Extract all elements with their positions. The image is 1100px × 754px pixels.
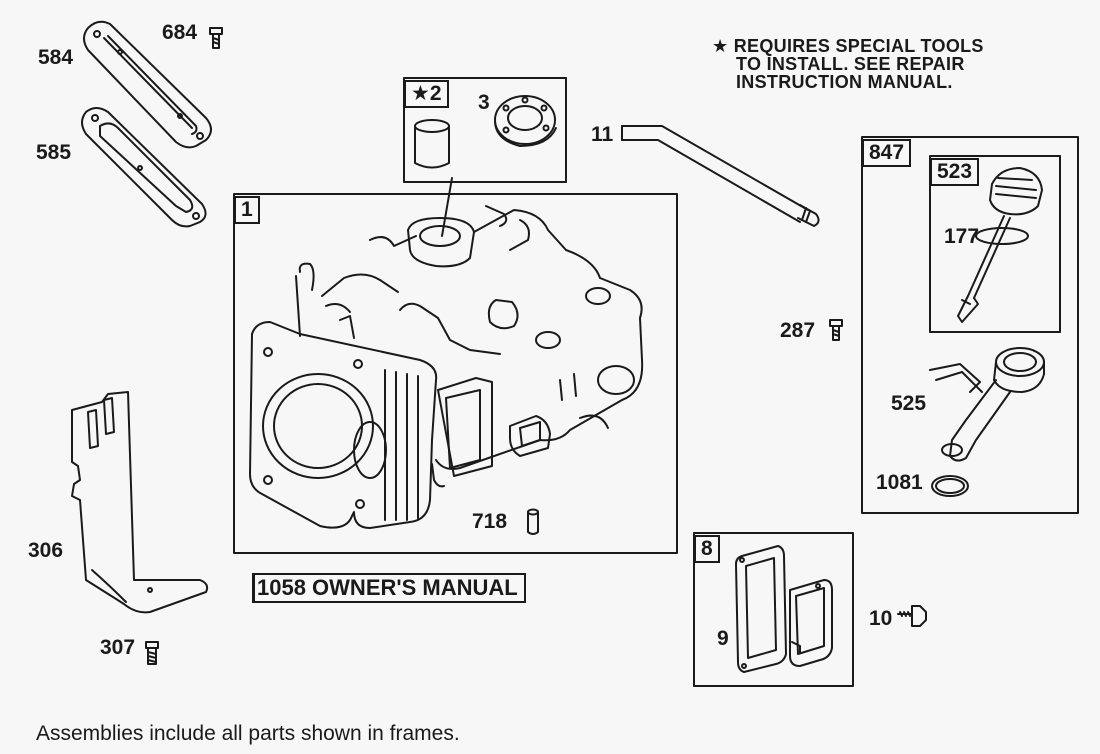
breather-cover bbox=[789, 579, 833, 667]
part-label-287: 287 bbox=[780, 319, 816, 342]
frame-523 bbox=[929, 155, 1061, 333]
note-line-3: INSTRUCTION MANUAL. bbox=[736, 72, 953, 92]
frame-label-2: ★2 bbox=[404, 80, 449, 108]
o-ring-1081-inner bbox=[935, 478, 965, 494]
part-label-177: 177 bbox=[944, 225, 980, 248]
owners-manual-label: 1058 OWNER'S MANUAL bbox=[252, 573, 526, 603]
part-label-9: 9 bbox=[717, 627, 729, 650]
dipstick-523 bbox=[957, 167, 1043, 323]
dowel-pin-718 bbox=[527, 508, 539, 535]
o-ring-1081 bbox=[931, 475, 969, 497]
part-label-585: 585 bbox=[36, 141, 72, 164]
frame-8 bbox=[693, 532, 854, 687]
part-label-306: 306 bbox=[28, 539, 64, 562]
gasket-585 bbox=[81, 107, 207, 228]
part-label-11: 11 bbox=[591, 123, 614, 146]
frame-2 bbox=[403, 77, 567, 183]
part-label-584: 584 bbox=[38, 46, 74, 69]
cylinder-block-1 bbox=[249, 205, 644, 529]
gasket-584 bbox=[83, 20, 212, 149]
part-label-718: 718 bbox=[472, 510, 508, 533]
screw-684 bbox=[209, 27, 223, 49]
frame-847 bbox=[861, 136, 1079, 514]
frame-label-847: 847 bbox=[862, 139, 912, 167]
frame-label-1: 1 bbox=[234, 196, 260, 224]
seal-part-3 bbox=[494, 95, 557, 147]
part-label-3: 3 bbox=[478, 91, 490, 114]
part-label-1081: 1081 bbox=[876, 471, 923, 494]
part-label-684: 684 bbox=[162, 21, 198, 44]
screw-10 bbox=[897, 605, 927, 627]
part-label-10: 10 bbox=[869, 607, 893, 630]
screw-287 bbox=[829, 319, 843, 341]
tube-11 bbox=[621, 125, 820, 227]
part-label-525: 525 bbox=[891, 392, 927, 415]
note-line-1: ★ REQUIRES SPECIAL TOOLS bbox=[712, 36, 984, 56]
frame-label-8: 8 bbox=[694, 535, 720, 563]
assemblies-footnote: Assemblies include all parts shown in fr… bbox=[36, 722, 460, 745]
special-tools-note: ★ REQUIRES SPECIAL TOOLS TO INSTALL. SEE… bbox=[712, 37, 984, 91]
frame-1 bbox=[233, 193, 678, 554]
sleeve-part bbox=[414, 119, 450, 169]
screw-307 bbox=[145, 641, 159, 665]
dipstick-tube-525 bbox=[929, 347, 1045, 462]
part-label-307: 307 bbox=[100, 636, 136, 659]
note-line-2: TO INSTALL. SEE REPAIR bbox=[736, 54, 965, 74]
frame-label-523: 523 bbox=[930, 158, 980, 186]
gasket-9 bbox=[735, 545, 787, 673]
baffle-306 bbox=[71, 391, 209, 614]
